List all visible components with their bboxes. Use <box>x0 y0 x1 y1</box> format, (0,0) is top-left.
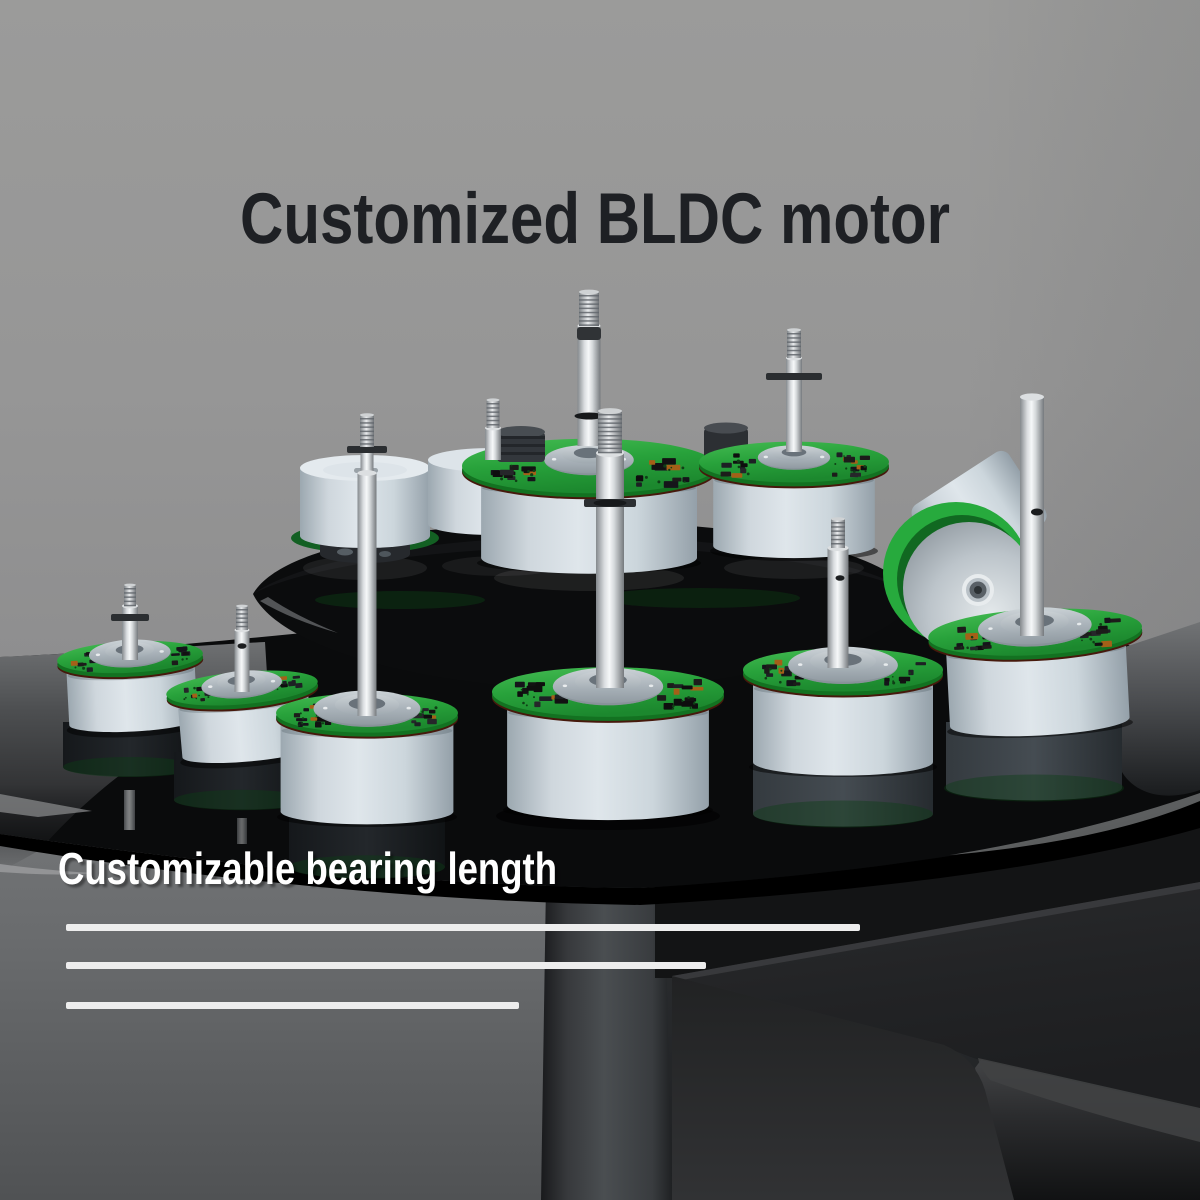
svg-text:Customized BLDC motor: Customized BLDC motor <box>240 179 950 259</box>
svg-text:Customizable bearing length: Customizable bearing length <box>58 843 557 894</box>
svg-text:Customizable bearing length: Customizable bearing length <box>61 846 560 897</box>
